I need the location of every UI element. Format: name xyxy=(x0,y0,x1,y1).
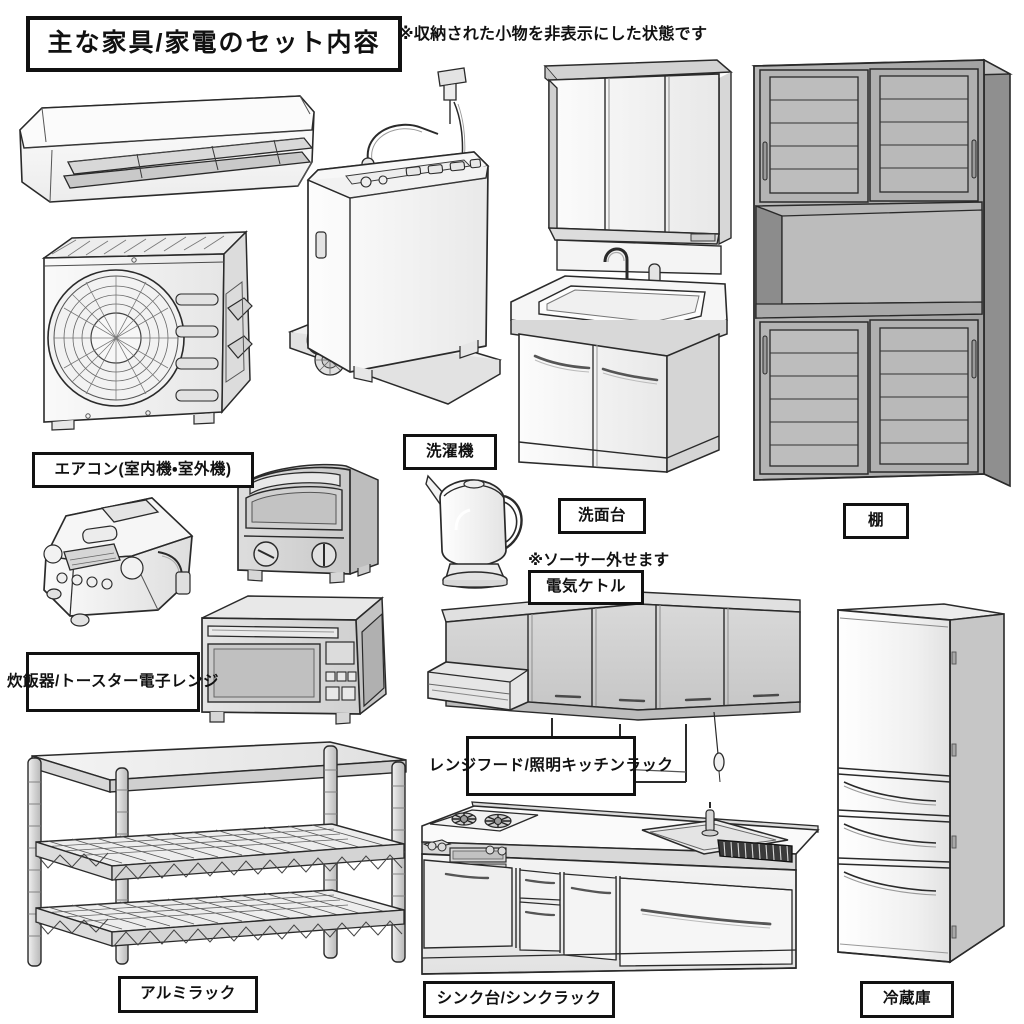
cooking-appliances-text2: 電子レンジ xyxy=(139,672,220,690)
washer-illustration xyxy=(287,60,518,420)
cooking-appliances-text: 炊飯器/トースター xyxy=(6,672,140,690)
washer-label: 洗濯機 xyxy=(403,434,497,470)
range-hood-label: レンジフード/照明キッチンラック xyxy=(429,736,673,796)
vanity-illustration xyxy=(505,58,740,488)
alumi-rack-illustration xyxy=(14,738,414,980)
alumi-rack-label: アルミラック xyxy=(118,976,258,1013)
shelf-label: 棚 xyxy=(843,503,909,539)
kettle-label: 電気ケトル xyxy=(528,570,644,605)
range-hood-illustration xyxy=(424,586,814,786)
vanity-label: 洗面台 xyxy=(558,498,646,534)
rice-cooker-illustration xyxy=(36,490,206,640)
range-hood-text: レンジフード/照明 xyxy=(428,756,562,774)
aircon-label: エアコン(室内機・室外機) xyxy=(32,452,254,488)
shelf-illustration xyxy=(748,56,1016,494)
top-note: ※収納された小物を非表示にした状態です xyxy=(398,26,708,43)
fridge-illustration xyxy=(826,596,1010,972)
aircon-indoor-illustration xyxy=(12,90,322,220)
fridge-label: 冷蔵庫 xyxy=(860,981,954,1018)
microwave-illustration xyxy=(196,592,396,730)
page-title: 主な家具/家電のセット内容 xyxy=(26,16,402,72)
kettle-note: ※ソーサー外せます xyxy=(528,552,670,569)
cooking-appliances-label: 炊飯器/トースター電子レンジ xyxy=(7,652,219,712)
sink-label: シンク台/シンクラック xyxy=(423,981,615,1018)
range-hood-text2: キッチンラック xyxy=(561,756,674,774)
kettle-illustration xyxy=(420,468,540,593)
toaster-illustration xyxy=(232,462,392,592)
sink-unit-illustration xyxy=(420,798,820,980)
aircon-outdoor-illustration xyxy=(28,230,288,431)
